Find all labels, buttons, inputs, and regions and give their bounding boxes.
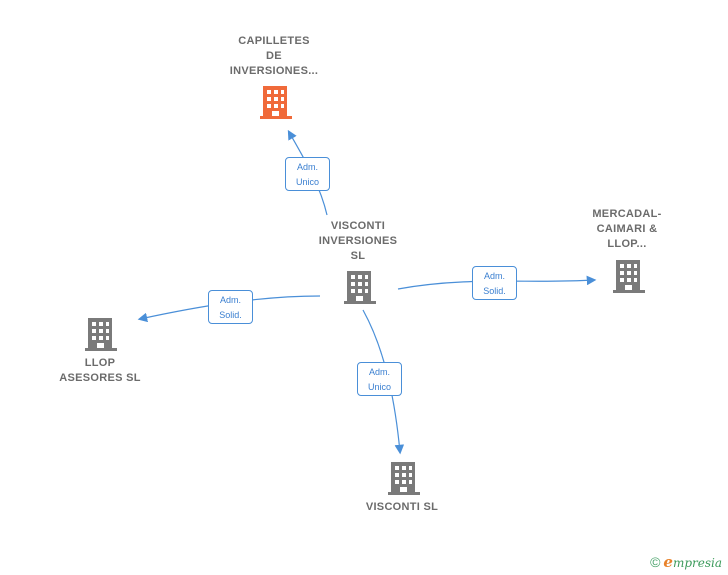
building-icon[interactable] xyxy=(344,269,376,305)
node-label-line: CAPILLETES xyxy=(238,35,310,47)
edge-label-line: Adm. xyxy=(219,295,241,305)
edge-label-adm-solid[interactable]: Adm. Solid. xyxy=(472,266,517,300)
node-label-line: VISCONTI SL xyxy=(365,501,439,513)
brand-logo: empresia xyxy=(663,553,722,571)
edge-label-line: Adm. xyxy=(296,162,318,172)
edge-label-line: Unico xyxy=(295,177,319,187)
node-label-line: MERCADAL- xyxy=(592,208,662,220)
empresia-watermark: ©empresia xyxy=(650,553,722,571)
node-label-line: CAIMARI & xyxy=(596,223,658,235)
node-visconti-inversiones-label[interactable]: VISCONTI INVERSIONES SL xyxy=(298,219,418,264)
copyright-icon: © xyxy=(650,554,661,570)
node-visconti-sl-label[interactable]: VISCONTI SL xyxy=(342,500,462,515)
node-label-line: INVERSIONES... xyxy=(229,65,319,77)
node-label-line: SL xyxy=(350,250,366,262)
node-label-line: ASESORES SL xyxy=(59,372,141,384)
edge-label-line: Adm. xyxy=(368,367,390,377)
building-icon[interactable] xyxy=(260,84,292,120)
node-label-line: INVERSIONES xyxy=(318,235,398,247)
node-label-line: LLOP xyxy=(84,357,116,369)
node-label-line: VISCONTI xyxy=(330,220,386,232)
edge-label-adm-solid[interactable]: Adm. Solid. xyxy=(208,290,253,324)
edge-label-line: Unico xyxy=(367,382,391,392)
building-icon[interactable] xyxy=(388,460,420,496)
node-llop-label[interactable]: LLOP ASESORES SL xyxy=(40,356,160,386)
edge-label-adm-unico[interactable]: Adm. Unico xyxy=(357,362,402,396)
node-mercadal-label[interactable]: MERCADAL- CAIMARI & LLOP... xyxy=(567,207,687,252)
building-icon[interactable] xyxy=(613,258,645,294)
node-label-line: DE xyxy=(266,50,282,62)
edge-label-line: Adm. xyxy=(483,271,505,281)
building-icon[interactable] xyxy=(85,316,117,352)
edge-label-line: Solid. xyxy=(219,310,242,320)
edge-label-adm-unico[interactable]: Adm. Unico xyxy=(285,157,330,191)
node-capilletes-label[interactable]: CAPILLETES DE INVERSIONES... xyxy=(214,34,334,79)
node-label-line: LLOP... xyxy=(607,238,647,250)
edge-label-line: Solid. xyxy=(483,286,506,296)
